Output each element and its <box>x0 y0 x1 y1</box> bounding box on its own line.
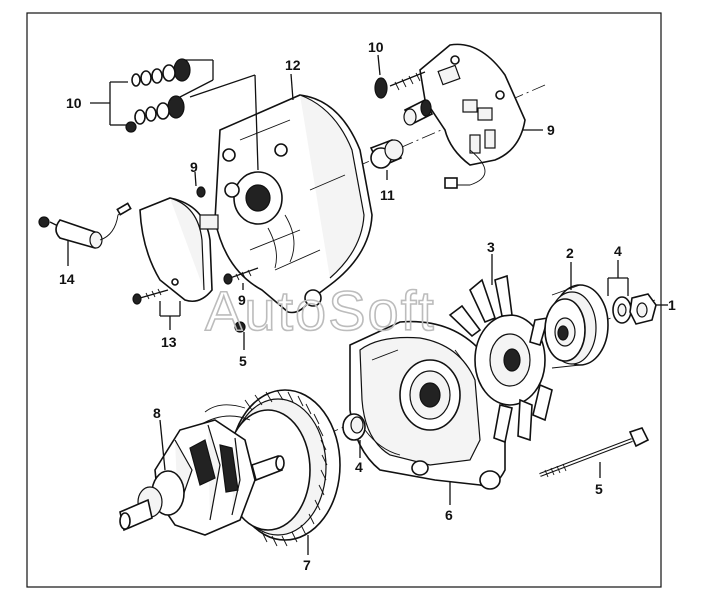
callout-1: 1 <box>668 297 676 313</box>
callout-2: 2 <box>566 245 574 261</box>
callout-labels: 1 2 3 4 4 5 5 6 7 8 9 9 9 10 10 11 12 13… <box>59 39 676 573</box>
rotor-part <box>119 419 285 536</box>
bearing-sleeve-part <box>369 138 404 169</box>
callout-12: 12 <box>285 57 301 73</box>
leader-lines <box>67 54 668 555</box>
diagram-frame <box>26 12 662 588</box>
callout-10-left: 10 <box>66 95 82 111</box>
callout-4-washer: 4 <box>614 243 622 259</box>
fan-part <box>448 274 553 444</box>
callout-7: 7 <box>303 557 311 573</box>
callout-14: 14 <box>59 271 75 287</box>
callout-5-nut: 5 <box>239 353 247 369</box>
callout-9-plate: 9 <box>547 122 555 138</box>
through-bolt-part <box>539 427 650 478</box>
callout-6: 6 <box>445 507 453 523</box>
cover-plate-part <box>132 186 259 333</box>
spacer-ring-part <box>342 413 366 441</box>
washer-nut-part <box>612 293 657 325</box>
screw-sets-part <box>125 58 191 133</box>
callout-3: 3 <box>487 239 495 255</box>
callout-9-lower: 9 <box>238 292 246 308</box>
terminal-screws-part <box>374 71 434 126</box>
watermark-text: AutoSoft <box>205 279 436 342</box>
callout-5-bolt: 5 <box>595 481 603 497</box>
rear-housing-part <box>214 94 373 314</box>
callout-9-upper: 9 <box>190 159 198 175</box>
callout-4-spacer: 4 <box>355 459 363 475</box>
front-housing-part <box>349 320 506 490</box>
pulley-part <box>544 284 609 369</box>
callout-8: 8 <box>153 405 161 421</box>
callout-13: 13 <box>161 334 177 350</box>
regulator-plate-part <box>419 43 526 189</box>
callout-10-top: 10 <box>368 39 384 55</box>
callout-11: 11 <box>380 187 395 203</box>
capacitor-part <box>38 202 132 249</box>
